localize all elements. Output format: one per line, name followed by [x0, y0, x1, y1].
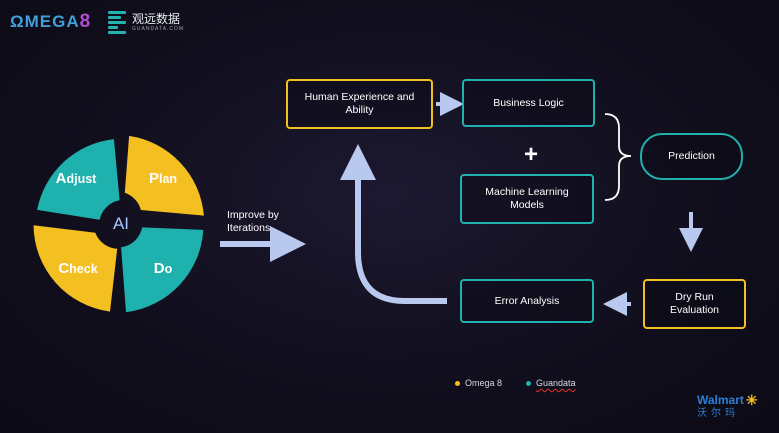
improve-label: Improve by Iterations — [227, 209, 279, 235]
box-human-line2: Ability — [345, 104, 374, 116]
walmart-logo-text: Walmart — [697, 393, 744, 407]
legend-label-guandata: Guandata — [536, 378, 576, 388]
legend-dot-teal — [526, 380, 531, 386]
cycle-segment-adjust — [37, 139, 120, 220]
walmart-logo-cn: 沃尔玛 — [697, 408, 739, 419]
box-human-line1: Human Experience and — [304, 91, 415, 103]
plus-sign: + — [524, 141, 539, 168]
pdca-cycle: AI Adjust Plan Check Do — [33, 135, 204, 313]
omega-logo-text: ΩMEGA — [10, 12, 80, 31]
box-dryrun-line1: Dry Run — [675, 291, 714, 303]
cycle-segment-plan — [124, 135, 204, 216]
box-ml-line2: Models — [510, 199, 544, 211]
feedback-arrow — [340, 144, 447, 304]
cycle-label-do: Do — [154, 260, 173, 277]
group-bracket — [604, 113, 632, 201]
legend-omega8: Omega 8 — [455, 378, 502, 388]
box-ml-line1: Machine Learning — [485, 186, 569, 198]
box-error-line1: Error Analysis — [494, 294, 560, 307]
cycle-label-plan: Plan — [149, 170, 177, 187]
box-prediction: Prediction — [640, 133, 743, 180]
legend-label-omega8: Omega 8 — [465, 378, 503, 388]
cycle-label-adjust: Adjust — [56, 170, 98, 187]
box-business-logic: Business Logic — [462, 79, 595, 127]
guandata-logo-en: GUANDATA.COM — [132, 26, 185, 32]
walmart-logo: Walmart✳ 沃尔玛 — [697, 393, 758, 419]
box-dryrun-line2: Evaluation — [669, 304, 720, 316]
box-error-analysis: Error Analysis — [460, 279, 594, 323]
box-business-line1: Business Logic — [493, 96, 564, 109]
box-prediction-line1: Prediction — [668, 150, 715, 162]
legend-dot-yellow — [455, 380, 460, 386]
walmart-spark-icon: ✳ — [745, 392, 758, 408]
guandata-bars-icon — [108, 11, 126, 34]
cycle-label-check: Check — [58, 260, 97, 277]
cycle-segment-check — [33, 225, 118, 312]
cycle-segment-do — [121, 227, 204, 313]
omega8-logo: ΩMEGA8 — [10, 11, 91, 33]
improve-label-line1: Improve by — [227, 209, 279, 221]
guandata-logo: 观远数据 GUANDATA.COM — [108, 11, 184, 34]
legend-guandata: Guandata — [526, 378, 576, 388]
guandata-logo-cn: 观远数据 — [132, 12, 181, 26]
improve-label-line2: Iterations — [227, 222, 271, 234]
omega-logo-eight: 8 — [79, 11, 92, 32]
cycle-center-label: AI — [113, 214, 129, 233]
